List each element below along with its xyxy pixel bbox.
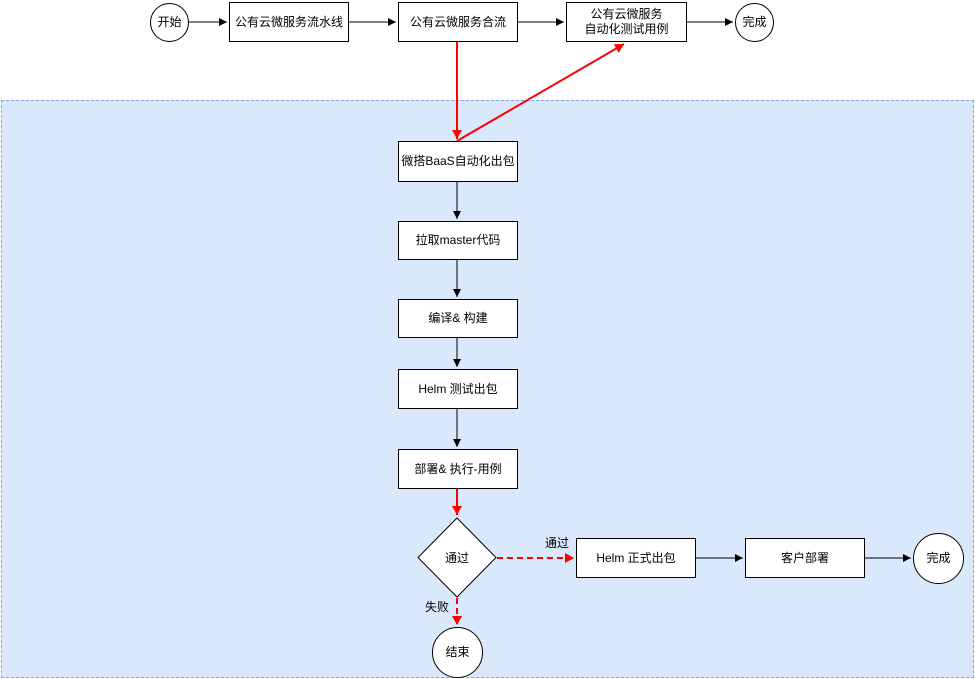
helm-test-pack-node: Helm 测试出包 — [398, 369, 518, 409]
pull-master-node: 拉取master代码 — [398, 221, 518, 260]
pipeline-node: 公有云微服务流水线 — [229, 2, 349, 42]
deploy-exec-node: 部署& 执行-用例 — [398, 449, 518, 489]
pass-decision-node: 通过 — [417, 517, 497, 598]
edge-baas-to-autotest — [456, 43, 625, 142]
compile-build-node: 编译& 构建 — [398, 299, 518, 338]
start-node: 开始 — [150, 3, 189, 42]
baas-pack-node: 微搭BaaS自动化出包 — [398, 141, 518, 182]
customer-deploy-node: 客户部署 — [745, 538, 865, 578]
autotest-node: 公有云微服务 自动化测试用例 — [566, 2, 687, 42]
decision-label: 通过 — [444, 551, 469, 565]
edge-label-pass: 通过 — [545, 536, 570, 550]
end-top-node: 完成 — [735, 3, 774, 42]
helm-release-pack-node: Helm 正式出包 — [576, 538, 696, 578]
end-fail-node: 结束 — [432, 627, 483, 678]
edge-label-fail: 失败 — [425, 600, 450, 614]
merge-node: 公有云微服务合流 — [398, 2, 518, 42]
end-right-node: 完成 — [913, 533, 964, 584]
decision-diamond-shape — [417, 517, 497, 598]
